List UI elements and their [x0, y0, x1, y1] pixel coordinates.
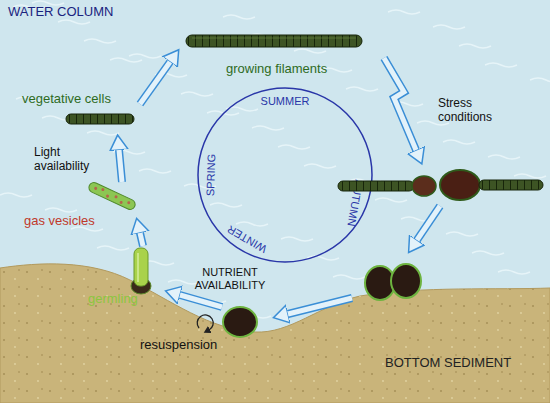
band-title: WATER COLUMN — [8, 5, 113, 20]
germling-highlight — [137, 253, 139, 282]
water-ripple — [281, 237, 313, 241]
arrow-fill — [140, 62, 170, 104]
band-title: BOTTOM SEDIMENT — [385, 356, 511, 371]
akinete — [391, 264, 421, 298]
arrow-fill — [288, 298, 352, 314]
cycle-arrow — [140, 62, 170, 104]
gas-vesicle-dot — [101, 188, 105, 192]
cycle-arrow — [384, 58, 416, 150]
vegetative-filament — [66, 114, 134, 124]
water-ripple — [433, 25, 465, 29]
cycle-arrow — [140, 233, 143, 246]
gas-vesicle-dot — [119, 200, 123, 204]
arrow-fill — [384, 58, 416, 150]
gas-vesicle-dot — [127, 201, 131, 205]
arrow-outline — [417, 206, 440, 240]
arrow-outline — [180, 295, 222, 307]
water-ripple — [459, 44, 491, 48]
arrow-fill — [180, 295, 222, 307]
water-ripple — [346, 87, 378, 91]
sediment-fill — [0, 264, 550, 403]
season-circle: SUMMERAUTUMNWINTERSPRING — [197, 87, 373, 263]
germling-cell — [134, 248, 148, 286]
gas-vesicle-dot — [94, 186, 98, 190]
water-ripple — [333, 275, 365, 279]
gas-vesicle-filament — [87, 181, 137, 211]
arrow-fill — [140, 233, 143, 246]
water-ripple — [278, 145, 310, 149]
cycle-arrow — [417, 206, 440, 240]
water-ripple — [16, 97, 48, 101]
water-ripple — [498, 270, 530, 274]
sediment-band-outline — [0, 250, 550, 403]
water-ripple — [320, 68, 352, 72]
cycle-arrow — [288, 298, 352, 314]
arrow-outline — [140, 233, 143, 246]
season-circle-outline — [197, 87, 373, 263]
cycle-arrow — [119, 150, 122, 182]
water-ripple — [45, 208, 77, 212]
water-ripple — [488, 155, 520, 159]
gas-vesicle-dot — [114, 195, 118, 199]
water-ripple — [129, 54, 161, 58]
water-ripple — [443, 140, 475, 144]
arrow-fill — [119, 150, 122, 182]
filament-segment — [479, 180, 543, 190]
filament-highlight — [192, 38, 356, 39]
water-ripple — [71, 227, 103, 231]
season-ring — [198, 88, 372, 262]
water-ripple — [87, 131, 119, 135]
water-ripple — [236, 222, 268, 226]
water-ripple — [472, 251, 504, 255]
water-ripple — [294, 49, 326, 53]
water-ripple — [139, 169, 171, 173]
water-ripple — [446, 232, 478, 236]
water-ripple — [514, 174, 546, 178]
water-ripple — [485, 63, 517, 67]
water-ripple — [110, 58, 142, 62]
water-ripple — [417, 121, 449, 125]
gas-vesicle-dot — [106, 194, 110, 198]
water-ripple — [210, 203, 242, 207]
season-label: SUMMER — [261, 95, 310, 108]
sediment-grain — [0, 264, 550, 403]
resting-akinete — [223, 307, 257, 337]
water-ripple — [304, 164, 336, 168]
water-ripple — [97, 246, 129, 250]
arrow-outline — [288, 298, 352, 314]
water-ripple — [168, 280, 200, 284]
arrow-outline — [119, 150, 122, 182]
season-label: WINTER — [225, 223, 269, 256]
water-ripple — [84, 39, 116, 43]
water-ripple — [252, 126, 284, 130]
water-ripple — [181, 92, 213, 96]
water-ripple — [0, 193, 32, 197]
water-ripple — [375, 198, 407, 202]
water-ripple — [223, 15, 255, 19]
resuspension-arrow — [197, 315, 213, 330]
filament-segment — [338, 181, 414, 191]
growing-filament — [186, 35, 362, 47]
water-ripple — [58, 20, 90, 24]
arrow-fill — [417, 206, 440, 240]
season-label: SPRING — [204, 154, 218, 197]
forming-akinete — [412, 176, 436, 196]
sediment-band: BOTTOM SEDIMENT — [0, 250, 550, 403]
gas-vesicle-cells — [87, 181, 137, 211]
arrow-outline — [140, 62, 170, 104]
arrow-outline — [384, 58, 416, 150]
akinete — [440, 170, 480, 200]
water-ripple — [530, 78, 550, 82]
water-ripple — [388, 10, 420, 14]
cycle-arrow — [180, 295, 222, 307]
